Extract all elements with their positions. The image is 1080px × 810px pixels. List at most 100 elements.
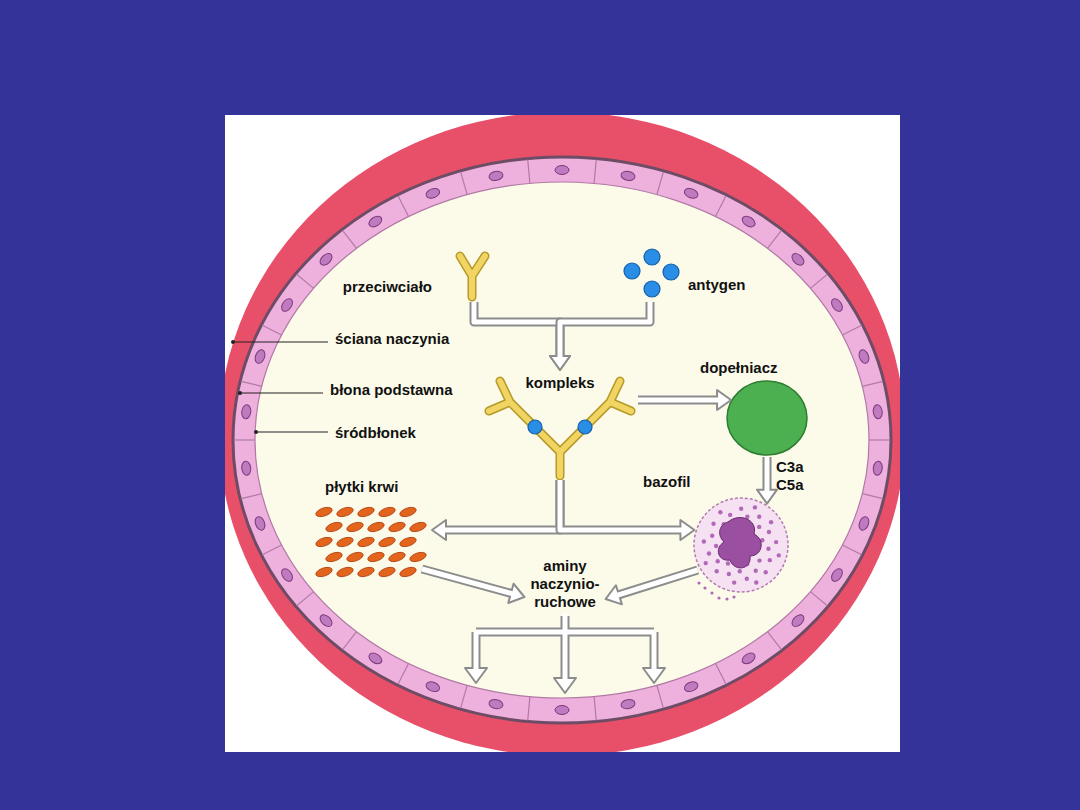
platelet [409, 551, 428, 564]
platelets-node: płytki krwi [315, 505, 430, 583]
granule [777, 553, 781, 557]
node-label: aminy naczynio- ruchowe [530, 557, 599, 611]
cell-nucleus [253, 515, 266, 531]
cell-nucleus [488, 170, 503, 181]
granule [757, 558, 761, 562]
granule [764, 570, 768, 574]
cell-border [716, 196, 727, 217]
cell-border [297, 274, 314, 288]
cell-nucleus [790, 251, 806, 267]
arrow-outline [638, 396, 719, 405]
platelet [336, 536, 355, 549]
leader-dot [231, 340, 235, 344]
granule [725, 597, 728, 600]
cell-nucleus [279, 297, 294, 314]
node-label: antygen [688, 276, 746, 294]
arrow-body [422, 569, 514, 594]
platelet [346, 551, 365, 564]
granule [714, 544, 718, 548]
cell-nucleus [620, 170, 635, 181]
cell-border [810, 274, 827, 288]
platelet [409, 521, 428, 534]
cell-border [594, 697, 596, 721]
cell-nucleus [872, 404, 883, 419]
arrow-connector [550, 302, 650, 370]
basophil-node: bazofil [693, 497, 789, 593]
arrow-body [560, 302, 650, 359]
platelet [325, 521, 344, 534]
granule [757, 514, 761, 518]
granule [774, 540, 778, 544]
arrow-connector [606, 570, 698, 604]
arrow-outline [474, 302, 560, 358]
vessel-lumen [255, 182, 869, 698]
granule [711, 522, 715, 526]
granule [715, 569, 719, 573]
arrow-outline [422, 569, 513, 594]
basophil-cell [694, 498, 788, 601]
node-label: bazofil [643, 473, 691, 491]
granule [703, 586, 706, 589]
platelet [315, 506, 334, 519]
platelet [336, 506, 355, 519]
part-label: błona podstawna [330, 381, 453, 399]
granule [767, 530, 771, 534]
platelet [399, 506, 418, 519]
platelet [346, 521, 365, 534]
platelet [357, 566, 376, 579]
arrow-body [443, 480, 560, 530]
cell-nucleus [241, 404, 252, 419]
cell-border [262, 545, 281, 555]
arrow-body [474, 302, 560, 359]
granule [702, 539, 706, 543]
arrow-outline [763, 457, 772, 492]
cell-nucleus [829, 297, 844, 314]
vessel [225, 115, 900, 752]
cell-border [461, 172, 467, 195]
granule [726, 561, 730, 565]
granule [766, 546, 770, 550]
cell-border [657, 685, 663, 708]
part-label: śródbłonek [335, 424, 416, 442]
leader-dot [254, 430, 258, 434]
cell-border [842, 545, 861, 555]
granule [739, 507, 743, 511]
cell-border [716, 663, 727, 684]
arrow-connector [757, 457, 777, 504]
cell-border [343, 632, 357, 650]
granule [710, 591, 713, 594]
cell-border [461, 685, 467, 708]
cell-nucleus [555, 166, 569, 175]
platelet [378, 566, 397, 579]
granule [732, 595, 735, 598]
granule [738, 569, 742, 573]
cell-border [297, 592, 314, 606]
complex-icon [489, 381, 631, 476]
cell-nucleus [425, 680, 441, 693]
complement-node: dopełniacz [727, 381, 807, 455]
cell-border [767, 230, 781, 248]
node-label: płytki krwi [325, 478, 398, 496]
cell-nucleus [253, 348, 266, 364]
leader-line [233, 341, 328, 342]
platelet [399, 536, 418, 549]
platelet [357, 536, 376, 549]
cell-nucleus [555, 706, 569, 715]
antigen-node: antygen [618, 250, 682, 300]
cell-border [241, 381, 262, 386]
granule [745, 577, 749, 581]
platelet [325, 551, 344, 564]
complex-node: kompleks [485, 372, 635, 478]
node-label: przeciwciało [343, 278, 432, 296]
cell-nucleus [790, 613, 806, 629]
cell-nucleus [488, 698, 503, 709]
cell-nucleus [318, 251, 334, 267]
cell-border [767, 632, 781, 650]
vessel-wall [225, 115, 900, 752]
leader-dot [238, 391, 242, 395]
cell-nucleus [683, 187, 699, 200]
leader-lines [233, 342, 328, 432]
